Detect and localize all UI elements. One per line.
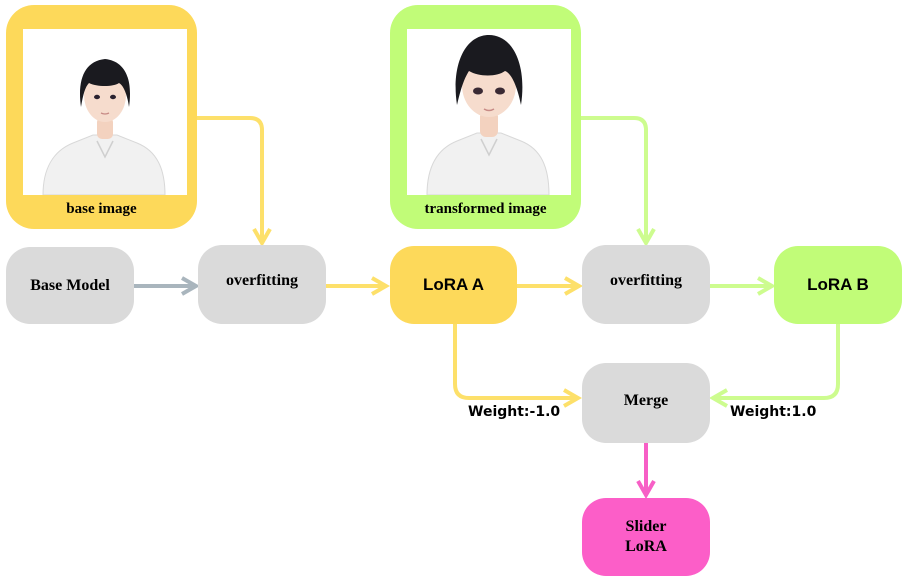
person-portrait-icon [42,59,166,195]
weight-b-label: Weight:1.0 [730,404,817,420]
arrow-base-image-to-overfitting [197,116,272,248]
overfitting-node-2: overfitting [582,245,710,324]
base-image-caption: base image [66,201,137,217]
transformed-image-caption: transformed image [424,201,547,217]
base-image-panel: base image [6,5,197,229]
arrow-lora-b-to-merge [708,324,840,408]
base-model-node: Base Model [6,247,134,324]
slider-lora-line-2: LoRA [625,538,667,555]
base-image-photo [23,29,187,195]
slider-lora-line-1: Slider [625,518,667,535]
transformed-image-photo [407,29,571,195]
person-portrait-icon [426,35,550,195]
arrow-transformed-image-to-overfitting [581,116,656,248]
lora-a-node: LoRA A [390,246,517,324]
slider-lora-node: Slider LoRA [582,498,710,576]
weight-a-label: Weight:-1.0 [468,404,561,420]
lora-b-node: LoRA B [774,246,902,324]
merge-node: Merge [582,363,710,443]
transformed-image-panel: transformed image [390,5,581,229]
arrow-lora-a-to-merge [453,324,583,408]
overfitting-node-1: overfitting [198,245,326,324]
